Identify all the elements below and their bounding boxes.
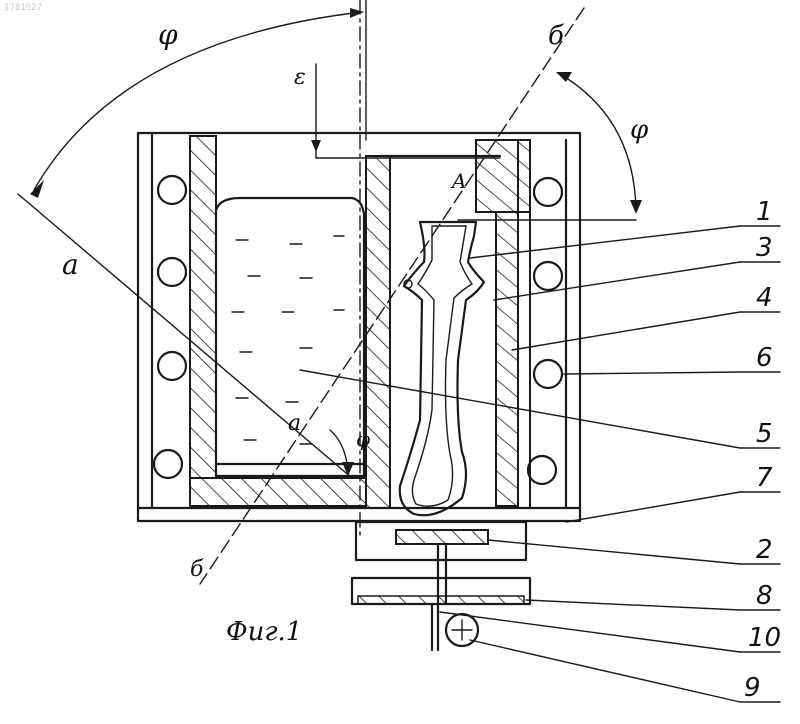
heater-circle <box>528 456 556 484</box>
heater-circle <box>534 360 562 388</box>
line-b-b <box>200 8 584 584</box>
label-phi-inner: φ <box>356 427 370 451</box>
label-phi-top: φ <box>158 18 178 51</box>
label-a-left: a <box>62 248 79 281</box>
label-b-bottom: б <box>190 557 204 582</box>
epsilon-marker <box>311 64 500 158</box>
label-point-A: A <box>450 169 466 193</box>
heater-circle <box>158 352 186 380</box>
callout-6: 6 <box>756 343 773 373</box>
label-a-inner: a <box>288 411 301 436</box>
right-wall-lining <box>476 140 530 508</box>
callout-2: 2 <box>756 535 773 565</box>
figure-caption: Фиг.1 <box>226 617 302 647</box>
heater-circle <box>534 178 562 206</box>
callout-9: 9 <box>744 673 761 703</box>
callout-5: 5 <box>756 419 773 449</box>
heater-circle <box>158 258 186 286</box>
header-code: 1781927 <box>4 3 42 13</box>
callout-3: 3 <box>756 233 773 263</box>
callout-7: 7 <box>756 463 773 493</box>
callout-10: 10 <box>748 623 781 653</box>
label-b-top: б <box>548 21 564 51</box>
line-a-a <box>18 194 352 478</box>
callout-4: 4 <box>756 283 773 313</box>
label-epsilon: ε <box>294 65 306 90</box>
heater-circle <box>158 176 186 204</box>
callout-1: 1 <box>756 197 773 227</box>
heater-circle <box>534 262 562 290</box>
heater-circle <box>154 450 182 478</box>
callout-8: 8 <box>756 581 773 611</box>
label-phi-right: φ <box>630 115 649 145</box>
